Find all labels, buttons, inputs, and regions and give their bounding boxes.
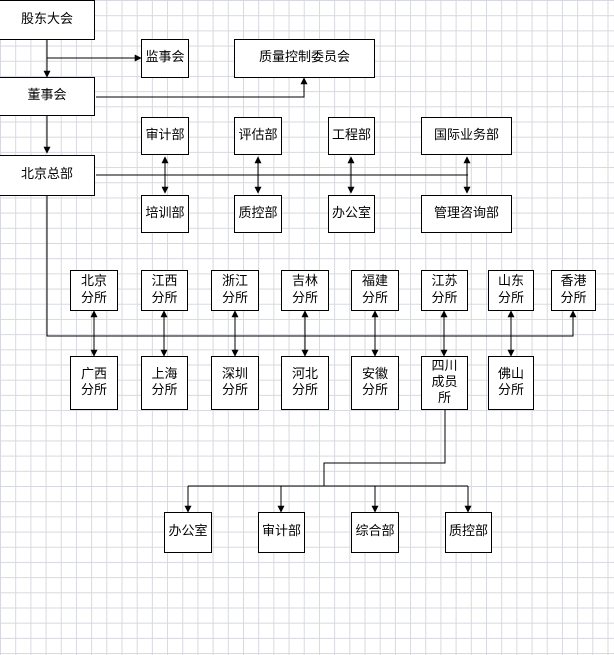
sichuan-audit-box: 审计部	[258, 512, 305, 553]
branch-hebei-box: 河北 分所	[281, 356, 329, 410]
branch-jiangxi-box: 江西 分所	[141, 270, 188, 311]
branch-shandong-box: 山东 分所	[488, 270, 534, 311]
consulting-dept-box: 管理咨询部	[421, 195, 512, 233]
office-box: 办公室	[328, 195, 375, 233]
beijing-hq-box: 北京总部	[0, 155, 95, 196]
branch-shenzhen-box: 深圳 分所	[211, 356, 259, 410]
international-dept-box: 国际业务部	[421, 117, 512, 155]
branch-jiangsu-box: 江苏 分所	[421, 270, 468, 311]
board-box: 董事会	[0, 77, 95, 116]
qc-dept-box: 质控部	[234, 195, 282, 233]
shareholders-box: 股东大会	[0, 0, 95, 40]
sichuan-general-box: 综合部	[351, 512, 399, 553]
quality-committee-box: 质量控制委员会	[234, 39, 375, 78]
branch-shanghai-box: 上海 分所	[141, 356, 188, 410]
branch-fujian-box: 福建 分所	[351, 270, 399, 311]
supervisors-box: 监事会	[141, 39, 189, 78]
branch-guangxi-box: 广西 分所	[70, 356, 118, 410]
branch-sichuan-box: 四川 成员 所	[421, 356, 468, 410]
sichuan-qc-box: 质控部	[445, 512, 492, 553]
branch-hongkong-box: 香港 分所	[551, 270, 596, 311]
branch-jilin-box: 吉林 分所	[281, 270, 329, 311]
branch-zhejiang-box: 浙江 分所	[211, 270, 259, 311]
engineering-dept-box: 工程部	[328, 117, 375, 155]
training-dept-box: 培训部	[141, 195, 189, 233]
sichuan-office-box: 办公室	[164, 512, 212, 553]
branch-beijing-box: 北京 分所	[70, 270, 118, 311]
branch-foshan-box: 佛山 分所	[488, 356, 534, 410]
audit-dept-box: 审计部	[141, 117, 189, 155]
branch-anhui-box: 安徽 分所	[351, 356, 399, 410]
evaluation-dept-box: 评估部	[234, 117, 282, 155]
